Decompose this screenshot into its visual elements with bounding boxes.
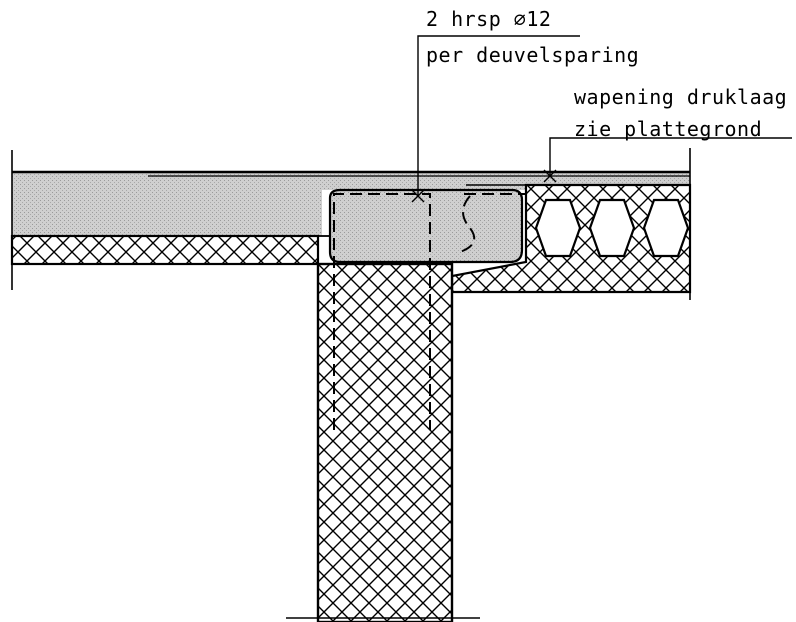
hollowcore-slab	[450, 183, 692, 294]
wall	[286, 262, 480, 622]
rebar-hairpins	[333, 193, 526, 430]
core-2	[588, 198, 636, 258]
leader-lines	[411, 35, 792, 203]
core-3	[642, 198, 690, 258]
rebar-annotation-line2: per deuvelsparing	[426, 43, 639, 67]
topping-annotation-line2: zie plattegrond	[574, 117, 762, 141]
core-1	[534, 198, 582, 258]
topping-layer	[12, 170, 690, 264]
topping-annotation-line1: wapening druklaag	[574, 85, 787, 109]
rebar-annotation-line1: 2 hrsp ∅12	[426, 7, 551, 31]
edge-marks	[11, 148, 691, 300]
left-precast-slab	[10, 234, 330, 266]
